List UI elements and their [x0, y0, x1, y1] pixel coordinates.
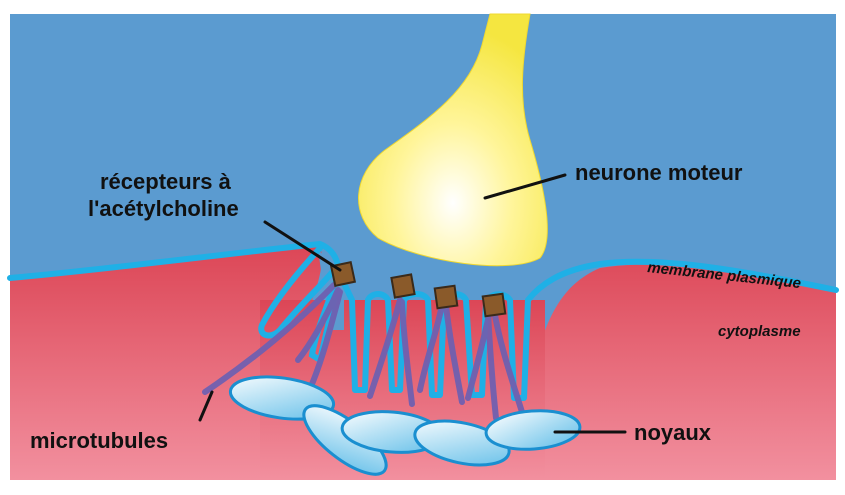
label-microtubules: microtubules [30, 428, 168, 453]
label-neurone-moteur: neurone moteur [575, 160, 743, 185]
acetylcholine-receptor [435, 286, 458, 309]
acetylcholine-receptor [391, 274, 414, 297]
label-cytoplasme: cytoplasme [718, 323, 801, 340]
label-recepteurs-line1: récepteurs à [100, 169, 232, 194]
label-noyaux: noyaux [634, 420, 712, 445]
acetylcholine-receptor [483, 294, 506, 317]
label-recepteurs-line2: l'acétylcholine [88, 196, 239, 221]
